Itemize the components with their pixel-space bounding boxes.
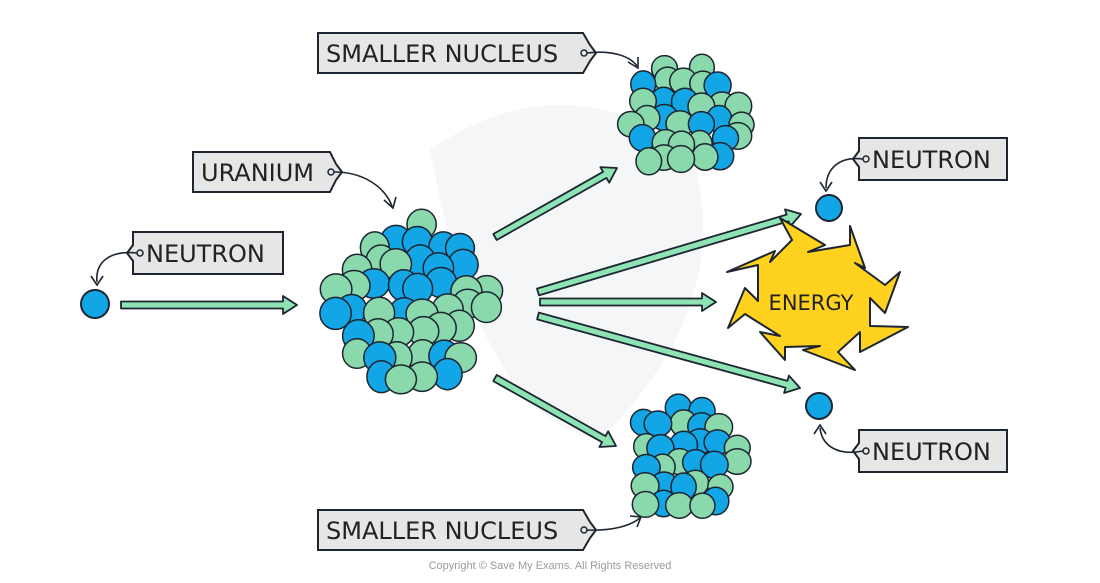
copyright-footer: Copyright © Save My Exams. All Rights Re…	[428, 560, 672, 572]
nucleus-proton	[691, 143, 719, 171]
arrow-to-neutron-bottom	[536, 311, 801, 394]
energy-label: ENERGY	[769, 291, 854, 315]
nucleus-proton	[666, 144, 696, 174]
uranium-nucleus	[319, 208, 504, 395]
tag-smaller-nucleus-bottom: SMALLER NUCLEUS	[317, 509, 598, 551]
smaller-nucleus-bottom	[629, 393, 752, 520]
nucleus-proton	[689, 492, 716, 520]
tag-neutron-top-text: NEUTRON	[872, 146, 991, 174]
pointer-smaller-nucleus-top	[586, 51, 638, 67]
pointer-uranium	[333, 171, 393, 207]
pointer-neutron-incoming	[96, 251, 138, 283]
tag-uranium: URANIUM	[192, 151, 344, 193]
energy-burst-icon	[726, 217, 909, 371]
tag-smaller-nucleus-top-text: SMALLER NUCLEUS	[326, 40, 558, 68]
tag-uranium-text: URANIUM	[201, 159, 314, 187]
nucleus-neutron	[628, 123, 657, 152]
tag-smaller-nucleus-bottom-text: SMALLER NUCLEUS	[326, 517, 558, 545]
arrow-incoming	[120, 295, 298, 315]
tag-neutron-incoming-text: NEUTRON	[146, 240, 265, 268]
tag-neutron-bottom: NEUTRON	[851, 429, 1008, 473]
pointer-neutron-top	[825, 157, 864, 189]
energy-burst: ENERGY	[726, 217, 909, 371]
watermark-logo	[430, 105, 704, 440]
tag-neutron-bottom-text: NEUTRON	[872, 438, 991, 466]
smaller-nucleus-top	[616, 53, 755, 176]
incoming-neutron	[80, 289, 110, 319]
nucleus-proton	[664, 491, 694, 519]
pointer-smaller-nucleus-bottom	[586, 517, 641, 531]
arrow-to-energy	[539, 292, 717, 312]
nucleus-proton	[635, 147, 663, 176]
tag-smaller-nucleus-top: SMALLER NUCLEUS	[317, 32, 598, 74]
released-neutron-bottom	[805, 392, 833, 420]
arrow-to-top-nucleus	[492, 166, 618, 241]
arrow-to-bottom-nucleus	[492, 373, 617, 448]
pointer-neutron-bottom	[819, 427, 864, 453]
nucleus-proton	[384, 364, 418, 395]
nucleus-neutron	[643, 410, 673, 438]
nucleus-proton	[470, 291, 503, 324]
tag-neutron-incoming: NEUTRON	[125, 231, 284, 275]
nucleus-proton	[631, 490, 660, 519]
nucleus-neutron	[319, 296, 353, 331]
tag-neutron-top: NEUTRON	[851, 137, 1008, 181]
released-neutron-top	[815, 194, 843, 222]
